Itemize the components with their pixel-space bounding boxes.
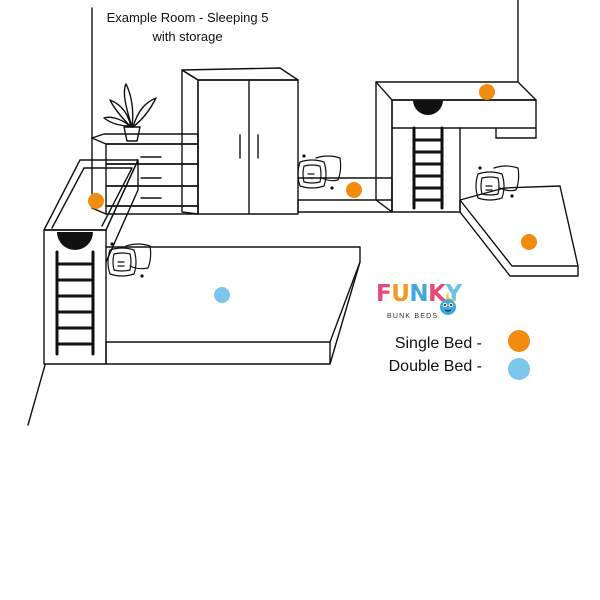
ladder-left [55,250,95,356]
plant-icon [103,83,157,142]
legend-label-double: Double Bed - [388,358,482,375]
double-bed-marker [214,287,230,303]
logo-letter: K [428,281,446,307]
single-bed-marker [479,84,495,100]
legend-label-single: Single Bed - [394,335,482,352]
left-bunk-tower [43,159,139,365]
legend-dot-double [508,358,530,380]
bunk-opening-left [57,232,93,250]
floor-edge-left [27,364,46,426]
wardrobe [181,67,299,215]
pillow-icon [297,154,342,190]
title-line-2: with storage [152,29,223,44]
logo-mascot-icon [440,292,456,315]
ladder-right [412,126,444,210]
logo-letter: N [409,281,429,307]
brand-logo: FUNKY BUNK BEDS [376,282,462,326]
pillow-icon [475,165,520,201]
page-title: Example Room - Sleeping 5 with storage [100,8,275,46]
single-bed-marker [346,182,362,198]
legend-dot-single [508,330,530,352]
bunk-opening-right [413,100,443,115]
logo-letter: F [376,281,392,307]
logo-word: FUNKY [376,282,462,306]
logo-subtitle: BUNK BEDS [387,313,439,320]
logo-letter: U [391,281,410,307]
right-bunk-bed [375,81,579,277]
single-bed-marker [521,234,537,250]
pillow-icon [107,242,152,278]
double-bed [105,246,361,365]
title-line-1: Example Room - Sleeping 5 [106,10,269,25]
single-bed-marker [88,193,104,209]
